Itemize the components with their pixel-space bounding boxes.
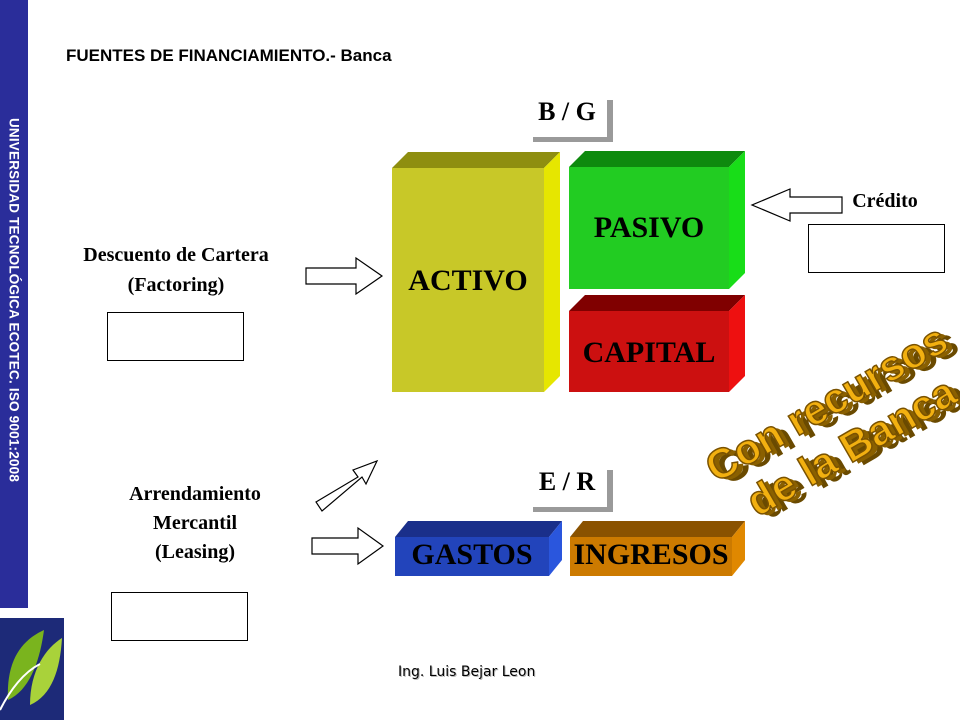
factoring-input-box (107, 312, 244, 361)
credito-label: Crédito (852, 190, 918, 212)
ingresos-block (570, 537, 732, 576)
pasivo-block (569, 167, 729, 289)
capital-block (569, 311, 729, 392)
activo-side-face (544, 152, 560, 392)
arrow-right-icon (311, 526, 385, 566)
activo-label: ACTIVO (408, 264, 528, 297)
leasing-label-line3: (Leasing) (155, 541, 235, 563)
pasivo-side-face (729, 151, 745, 289)
ingresos-top-face (570, 521, 745, 537)
er-header-label: E / R (538, 467, 596, 496)
pasivo-label: PASIVO (593, 211, 705, 244)
sidebar-band: UNIVERSIDAD TECNOLÓGICA ECOTEC. ISO 9001… (0, 0, 28, 608)
leasing-label: Arrendamiento Mercantil (Leasing) (90, 480, 300, 567)
pasivo-top-face (569, 151, 745, 167)
er-header-box (527, 465, 607, 507)
credito-input-box (808, 224, 945, 273)
arrow-left-icon (750, 188, 843, 222)
arrow-up-right-icon (315, 459, 379, 512)
gastos-top-face (395, 521, 562, 537)
leasing-input-box (111, 592, 248, 641)
ingresos-side-face (732, 521, 745, 576)
ingresos-label: INGRESOS (573, 538, 729, 571)
activo-block (392, 168, 544, 392)
page-title: FUENTES DE FINANCIAMIENTO.- Banca (66, 46, 392, 65)
gastos-side-face (549, 521, 562, 576)
activo-top-face (392, 152, 560, 168)
bg-header-box (527, 95, 607, 137)
factoring-label-line1: Descuento de Cartera (83, 244, 269, 266)
capital-label: CAPITAL (582, 336, 716, 369)
leasing-label-line2: Mercantil (152, 512, 238, 534)
capital-top-face (569, 295, 745, 311)
footer-author: Ing. Luis Bejar Leon (398, 664, 536, 680)
capital-side-face (729, 295, 745, 392)
gastos-block (395, 537, 549, 576)
arrow-right-icon (305, 256, 384, 296)
leasing-label-line1: Arrendamiento (129, 483, 261, 505)
factoring-label-line2: (Factoring) (127, 274, 225, 296)
gastos-label: GASTOS (411, 538, 533, 571)
bg-header-label: B / G (538, 97, 596, 126)
factoring-label: Descuento de Cartera (Factoring) (56, 240, 296, 300)
